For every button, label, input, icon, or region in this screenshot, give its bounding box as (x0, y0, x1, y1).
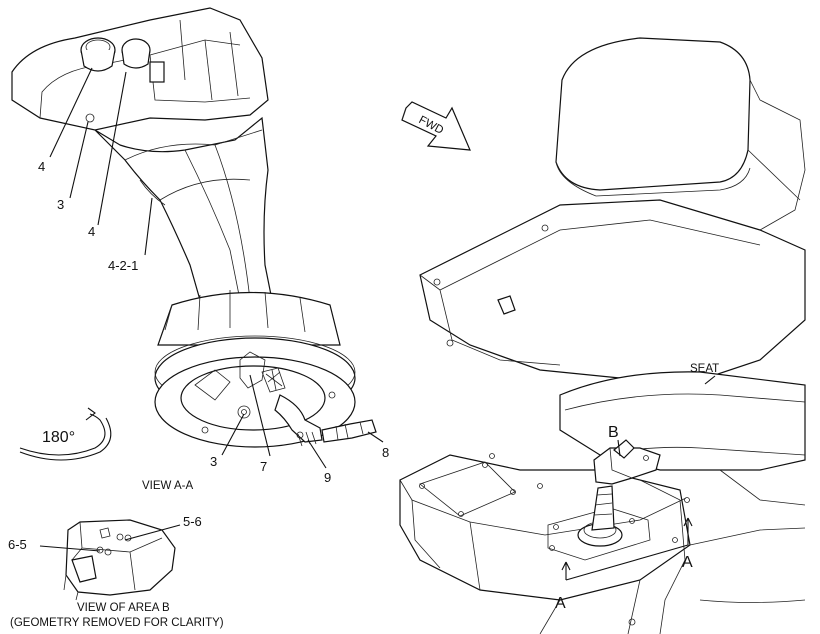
callout-7: 7 (260, 459, 267, 474)
rotate-arrow-icon (19, 407, 112, 461)
area-b-detail (63, 519, 176, 601)
callout-4-top: 4 (38, 159, 45, 174)
callout-4-mid: 4 (88, 224, 95, 239)
callout-8: 8 (382, 445, 389, 460)
callout-9: 9 (324, 470, 331, 485)
section-b-label: B (608, 424, 619, 441)
seat-label: SEAT (690, 363, 719, 375)
joystick-boot-assembly (11, 7, 377, 448)
left-callout-leaders (49, 67, 384, 469)
callout-5-6: 5-6 (183, 514, 202, 529)
callout-3-top: 3 (57, 197, 64, 212)
forward-arrow-icon (401, 101, 471, 151)
seat-console-assembly (399, 37, 806, 634)
callout-4-2-1: 4-2-1 (108, 258, 138, 273)
rotation-label: 180° (42, 429, 75, 446)
section-aa-cut-line (561, 517, 693, 581)
area-b-caption-line2: (GEOMETRY REMOVED FOR CLARITY) (10, 617, 224, 629)
area-b-caption-line1: VIEW OF AREA B (77, 602, 170, 614)
callout-3-bottom: 3 (210, 454, 217, 469)
callout-6-5: 6-5 (8, 537, 27, 552)
section-a-label-right: A (682, 554, 693, 571)
view-aa-caption: VIEW A-A (142, 480, 193, 492)
section-a-label-left: A (555, 595, 566, 612)
